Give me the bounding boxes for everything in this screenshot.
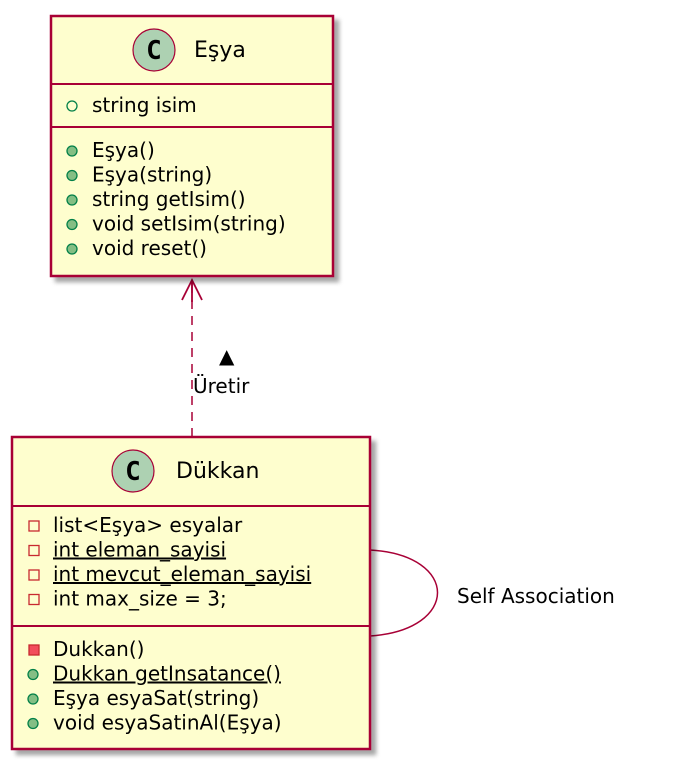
- class-icon-letter: C: [146, 36, 162, 66]
- class-method: void esyaSatinAl(Eşya): [53, 711, 282, 735]
- class-attribute: int max_size = 3;: [53, 587, 227, 611]
- public-visibility-icon: [66, 169, 78, 182]
- public-visibility-icon: [66, 243, 78, 255]
- private-visibility-icon: [28, 544, 40, 557]
- public-visibility-icon: [27, 668, 39, 681]
- class-method: void reset(): [92, 236, 207, 260]
- produces-relation: ▲ Üretir: [181, 277, 250, 437]
- produces-label: Üretir: [193, 374, 250, 398]
- public-visibility-icon: [66, 194, 78, 206]
- class-method: string getIsim(): [92, 187, 246, 211]
- class-name: Dükkan: [176, 459, 259, 484]
- public-visibility-icon: [27, 717, 39, 730]
- class-attribute: int eleman_sayisi: [53, 538, 226, 562]
- self-association-relation: Self Association: [369, 549, 615, 637]
- public-visibility-icon: [27, 693, 39, 705]
- class-box-frame: [49, 14, 335, 278]
- class-box: [10, 435, 372, 751]
- class-box-frame: [10, 435, 372, 751]
- class-attribute: list<Eşya> esyalar: [53, 513, 243, 537]
- private-visibility-icon: [28, 520, 40, 532]
- private-visibility-icon: [28, 593, 40, 606]
- class-method: void setIsim(string): [92, 212, 286, 236]
- public-visibility-icon: [66, 145, 78, 157]
- class-method: Eşya(): [92, 138, 155, 162]
- direction-triangle-glyph: ▲: [219, 344, 235, 368]
- class-method: Dukkan getInsatance(): [53, 662, 281, 686]
- class-method: Eşya(string): [92, 163, 212, 187]
- class-icon-letter: C: [125, 457, 141, 487]
- private-visibility-icon: [28, 644, 40, 656]
- class-method: Eşya esyaSat(string): [53, 686, 259, 710]
- class-method: Dukkan(): [53, 637, 144, 661]
- class-attribute: int mevcut_eleman_sayisi: [53, 562, 311, 586]
- class-attribute: string isim: [92, 93, 197, 117]
- class-esya: C Eşya string isimEşya()Eşya(string)string…: [49, 14, 335, 278]
- private-visibility-icon: [28, 569, 40, 581]
- class-name: Eşya: [194, 38, 246, 63]
- class-type-icon: [132, 28, 176, 72]
- self-association-label: Self Association: [457, 584, 615, 608]
- class-box: [49, 14, 335, 278]
- public-visibility-icon: [66, 100, 78, 112]
- public-visibility-icon: [66, 218, 78, 231]
- self-association-loop: [369, 549, 439, 637]
- class-type-icon: [111, 449, 155, 493]
- open-arrowhead: [181, 277, 203, 302]
